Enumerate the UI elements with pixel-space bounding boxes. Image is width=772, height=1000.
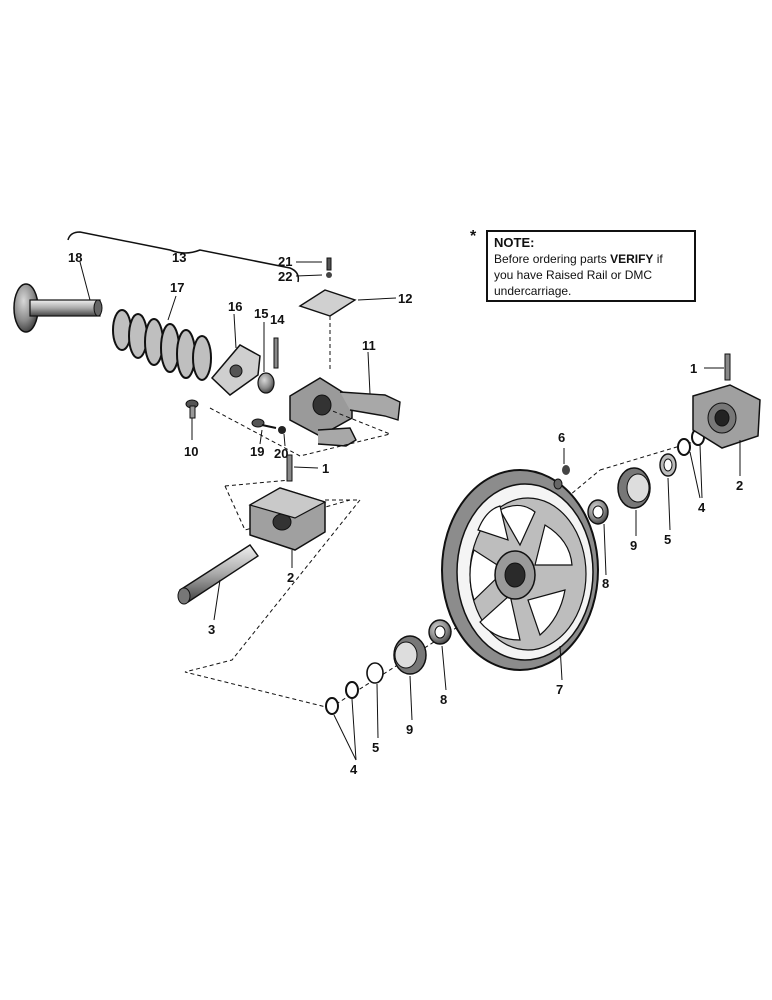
- callout-1-right: 1: [690, 361, 697, 376]
- part-8-bushing-right: [587, 499, 609, 525]
- part-5-washer-right: [659, 453, 677, 477]
- callout-6: 6: [558, 430, 565, 445]
- callout-labels: 13 18 17 16 15 14 11 12 21 22 10 19 20 1…: [68, 250, 743, 777]
- callout-10: 10: [184, 444, 198, 459]
- note-line-1-post: if: [653, 252, 663, 266]
- callout-21: 21: [278, 254, 292, 269]
- callout-8-right: 8: [602, 576, 609, 591]
- callout-2-left: 2: [287, 570, 294, 585]
- note-box: NOTE: Before ordering parts VERIFY if yo…: [486, 230, 696, 302]
- callout-9-left: 9: [406, 722, 413, 737]
- callout-16: 16: [228, 299, 242, 314]
- callout-5-right: 5: [664, 532, 671, 547]
- callout-18: 18: [68, 250, 82, 265]
- part-5-washer-left: [366, 662, 384, 684]
- callout-20: 20: [274, 446, 288, 461]
- callout-3: 3: [208, 622, 215, 637]
- note-line-2: you have Raised Rail or DMC: [494, 268, 653, 282]
- part-15-nut: [257, 372, 275, 394]
- callout-7: 7: [556, 682, 563, 697]
- callout-9-right: 9: [630, 538, 637, 553]
- callout-5-left: 5: [372, 740, 379, 755]
- part-6-fitting: [553, 465, 570, 490]
- part-1-pin-left: [286, 454, 293, 482]
- callout-13: 13: [172, 250, 186, 265]
- callout-1-left: 1: [322, 461, 329, 476]
- callout-22: 22: [278, 269, 292, 284]
- part-8-bushing-left: [428, 619, 452, 645]
- note-asterisk: *: [470, 228, 477, 245]
- part-3-shaft: [177, 544, 259, 605]
- part-17-coil-spring: [112, 309, 212, 381]
- part-9-seal-right: [617, 467, 651, 509]
- callout-14: 14: [270, 312, 285, 327]
- leader-lines: [79, 261, 741, 761]
- part-7-idler-wheel: [441, 469, 599, 671]
- callout-12: 12: [398, 291, 412, 306]
- part-4-rings-left: [325, 681, 359, 715]
- callout-2-right: 2: [736, 478, 743, 493]
- part-21-screw: [326, 257, 332, 271]
- callout-15: 15: [254, 306, 268, 321]
- part-19-bolt: [251, 418, 277, 429]
- part-2-block-right: [692, 384, 761, 449]
- part-1-pin-right: [724, 353, 731, 381]
- part-12-plate: [298, 289, 357, 317]
- callout-4-left: 4: [350, 762, 358, 777]
- callout-17: 17: [170, 280, 184, 295]
- part-22-washer: [326, 272, 332, 278]
- callout-11: 11: [362, 338, 376, 353]
- callout-19: 19: [250, 444, 264, 459]
- bracket-13: [67, 231, 300, 283]
- part-14-stud: [273, 337, 279, 369]
- part-2-block-left: [248, 487, 327, 551]
- part-9-seal-left: [393, 635, 427, 675]
- callout-4-right: 4: [698, 500, 706, 515]
- note-line-3: undercarriage.: [494, 284, 572, 298]
- part-20-nut: [278, 426, 286, 434]
- note-line-1-pre: Before ordering parts: [494, 252, 611, 266]
- part-11-yoke: [289, 377, 401, 447]
- callout-8-left: 8: [440, 692, 447, 707]
- part-18-spring-rod: [13, 283, 103, 333]
- part-10-bolt: [185, 399, 199, 419]
- note-line-1: Before ordering parts VERIFY if: [494, 251, 688, 267]
- note-title: NOTE:: [494, 235, 535, 250]
- note-verify: VERIFY: [610, 252, 654, 266]
